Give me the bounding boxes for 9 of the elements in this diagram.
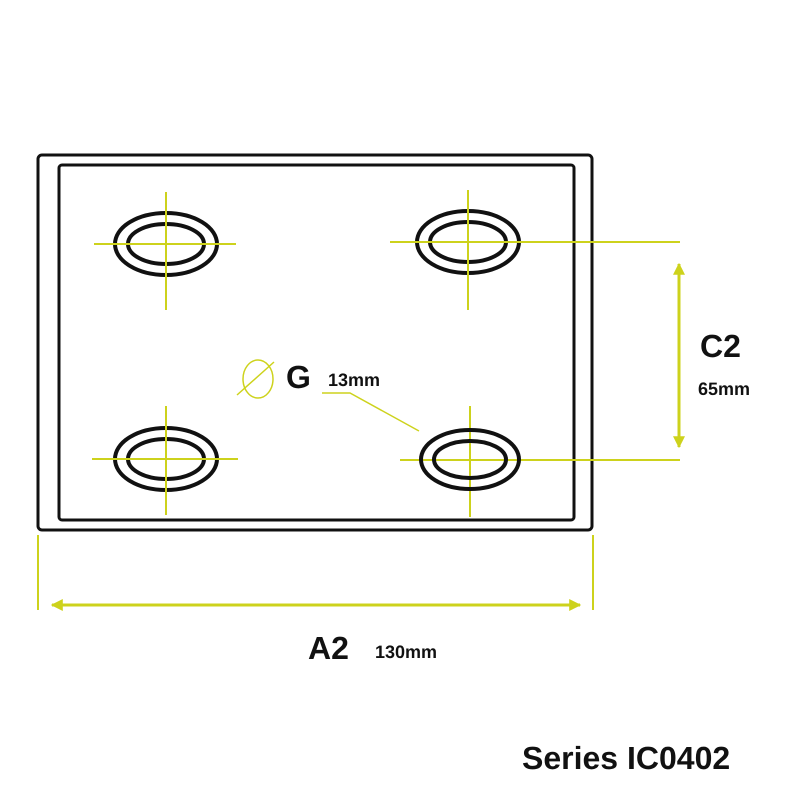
dimension-symbol: G [286, 361, 311, 393]
dimension-value: 65mm [698, 380, 750, 398]
dimension-value: 13mm [328, 371, 380, 389]
dimension-value: 130mm [375, 643, 438, 661]
dimension-symbol: A2 [308, 632, 349, 664]
series-label: Series IC0402 [522, 742, 730, 774]
dimension-symbol: C2 [700, 330, 741, 362]
hole-drawing [419, 428, 521, 491]
leader-line [322, 392, 420, 432]
